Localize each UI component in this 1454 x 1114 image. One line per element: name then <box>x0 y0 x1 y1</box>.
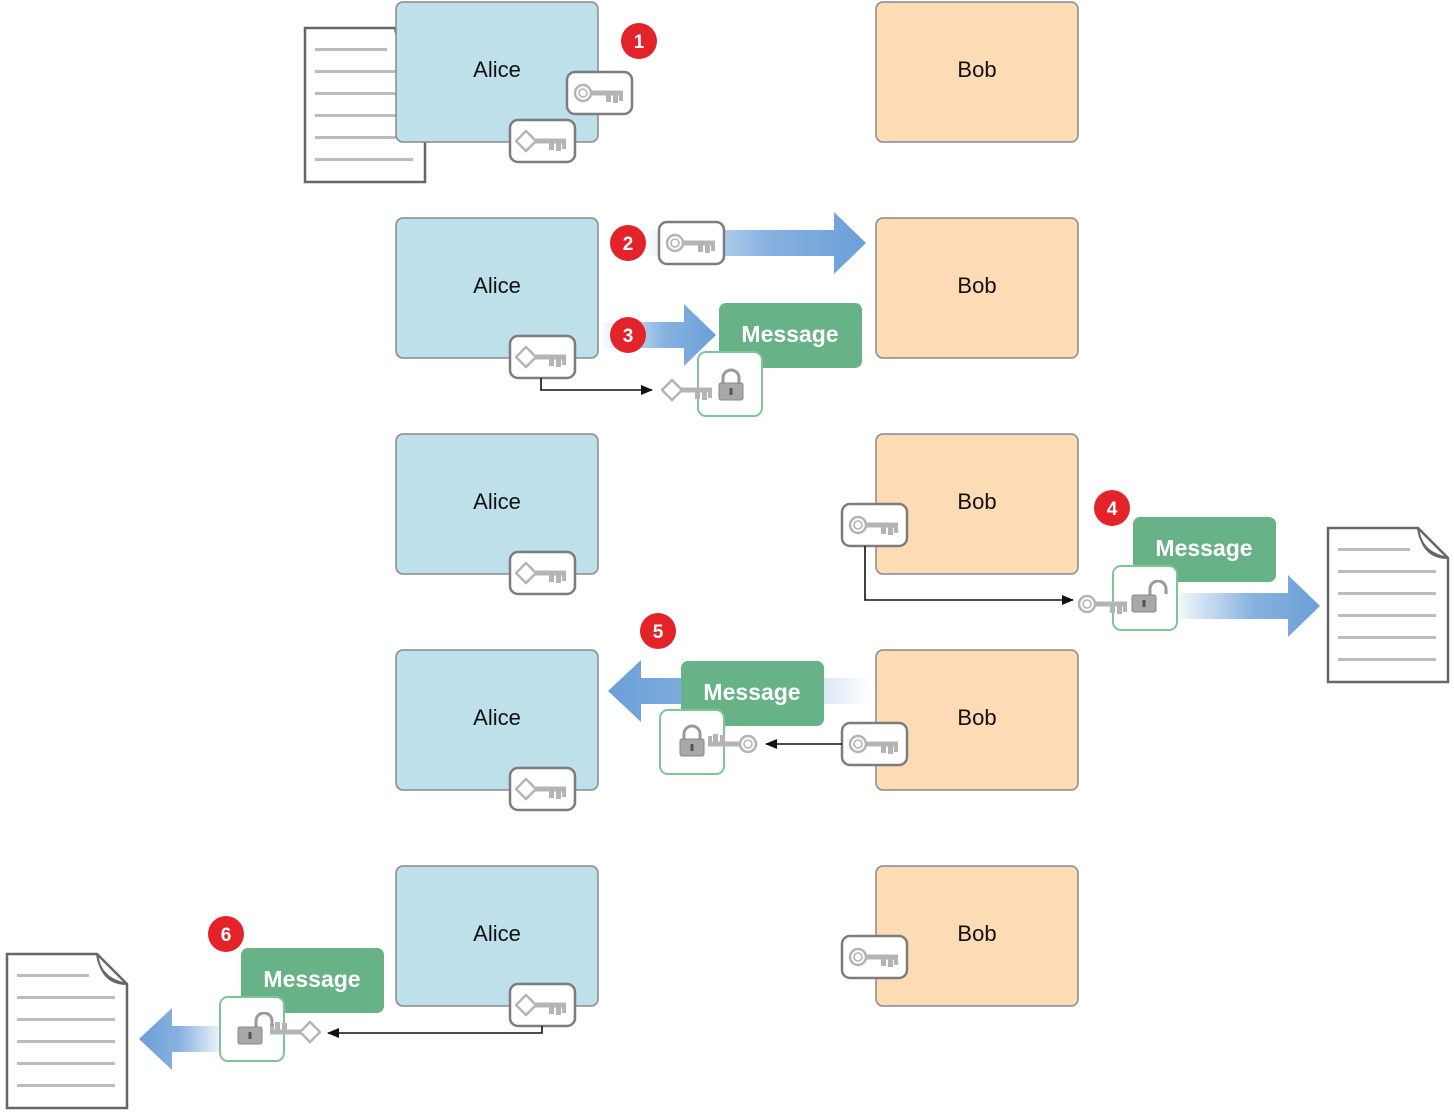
row-4: Alice Bob 5 Message <box>395 613 1079 812</box>
row-2: Alice Bob 2 3 Message <box>395 212 1079 417</box>
private-key-used <box>508 334 577 380</box>
alice-label: Alice <box>473 273 521 298</box>
step-badge-3: 3 <box>610 317 646 353</box>
alice-label: Alice <box>473 489 521 514</box>
bob-label: Bob <box>957 273 996 298</box>
alice-private-key <box>508 982 577 1028</box>
step-badge-6: 6 <box>208 916 244 952</box>
bob-label: Bob <box>957 705 996 730</box>
alice-box <box>395 649 599 791</box>
message-label: Message <box>703 679 800 705</box>
alice-box <box>395 865 599 1007</box>
alice-label: Alice <box>473 57 521 82</box>
message-label: Message <box>741 321 838 347</box>
bob-label: Bob <box>957 57 996 82</box>
document-icon <box>1326 526 1450 684</box>
bob-public-key <box>840 934 909 980</box>
step-badge-1: 1 <box>621 23 657 59</box>
svg-text:5: 5 <box>653 622 664 643</box>
alice-private-key <box>508 118 577 164</box>
svg-text:6: 6 <box>221 925 232 946</box>
alice-box <box>395 433 599 575</box>
key-to-lock-connector <box>327 1026 543 1038</box>
decrypt-output-arrow <box>1170 575 1320 637</box>
alice-public-key <box>565 70 634 116</box>
svg-text:1: 1 <box>634 32 645 53</box>
decrypt-output-arrow <box>139 1008 228 1070</box>
bob-public-key <box>840 721 909 767</box>
row-1: Alice 1 Bob <box>303 1 1079 184</box>
alice-private-key <box>508 550 577 596</box>
bob-label: Bob <box>957 921 996 946</box>
bob-box <box>875 1 1079 143</box>
encrypt-arrow <box>600 304 716 366</box>
step-badge-5: 5 <box>640 613 676 649</box>
row-5: Alice Bob 6 Message <box>5 865 1079 1110</box>
key-to-lock-connector <box>540 378 653 395</box>
alice-label: Alice <box>473 921 521 946</box>
message-label: Message <box>1155 535 1252 561</box>
svg-text:2: 2 <box>623 234 634 255</box>
row-3: Alice Bob Message 4 <box>395 433 1450 684</box>
bob-label: Bob <box>957 489 996 514</box>
svg-text:3: 3 <box>623 326 634 347</box>
alice-private-key <box>508 766 577 812</box>
alice-box <box>395 217 599 359</box>
send-public-key-arrow <box>640 212 866 274</box>
bob-public-key <box>840 502 909 548</box>
public-key-in-transit <box>657 220 726 266</box>
svg-text:4: 4 <box>1107 499 1118 520</box>
key-to-lock-connector <box>864 546 1074 605</box>
document-icon <box>5 952 129 1110</box>
step-badge-2: 2 <box>610 225 646 261</box>
step-badge-4: 4 <box>1094 490 1130 526</box>
message-label: Message <box>263 966 360 992</box>
alice-label: Alice <box>473 705 521 730</box>
bob-box <box>875 217 1079 359</box>
bob-box <box>875 649 1079 791</box>
